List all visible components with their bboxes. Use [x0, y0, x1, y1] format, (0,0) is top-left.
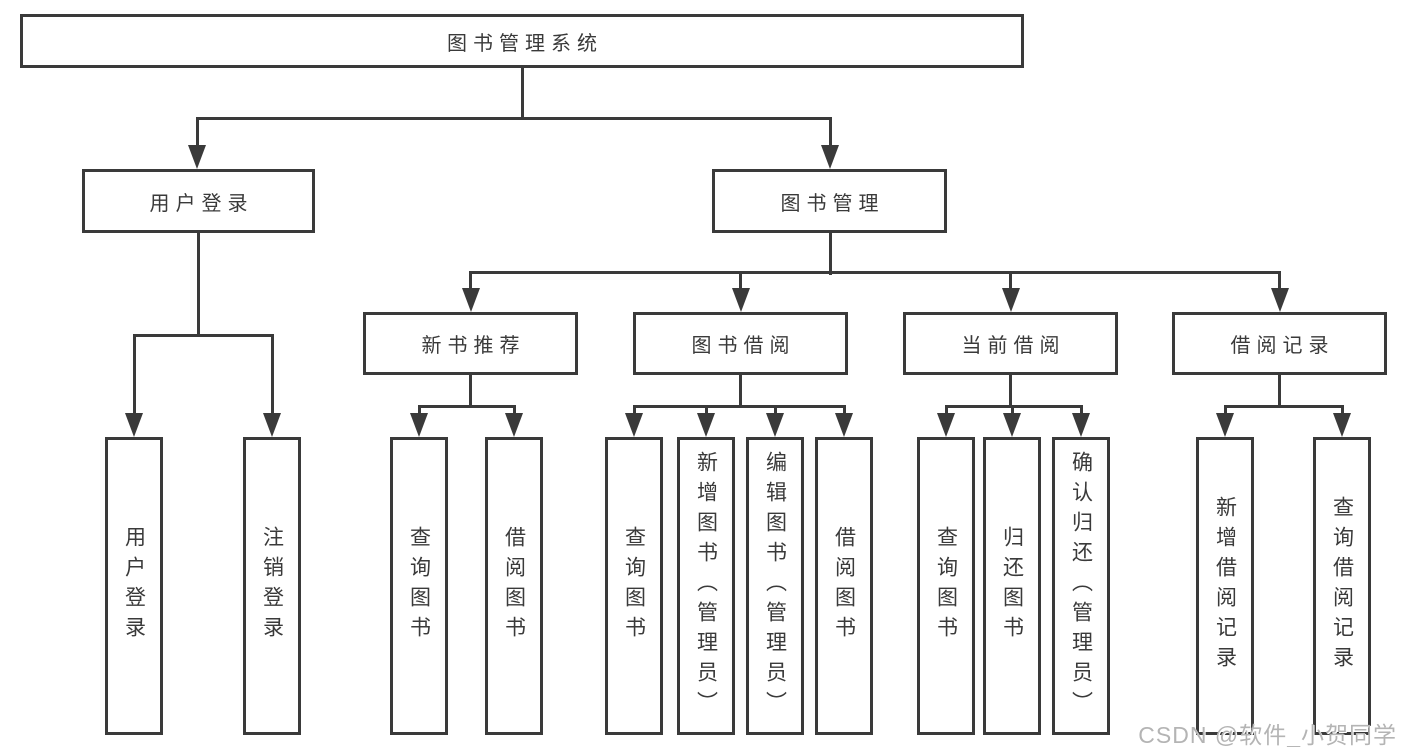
leaf-borrow-book: 借阅图书 [815, 437, 873, 735]
node-label: 查询图书 [622, 526, 646, 646]
connector-vertical-line [704, 406, 708, 414]
arrowhead-icon [1003, 413, 1021, 437]
arrowhead-icon [625, 413, 643, 437]
connector-horizontal-line [417, 404, 516, 408]
connector-vertical-line [196, 233, 200, 337]
connector-vertical-line [469, 375, 472, 408]
leaf-return-book: 归还图书 [983, 437, 1041, 735]
node-label: 新增图书（管理员） [694, 451, 718, 721]
node-label: 归还图书 [1000, 526, 1024, 646]
connector-vertical-line [195, 118, 199, 147]
node-library-system: 图书管理系统 [20, 14, 1024, 68]
connector-vertical-line [469, 272, 472, 290]
arrowhead-icon [461, 288, 480, 312]
connector-vertical-line [417, 406, 421, 414]
connector-vertical-line [632, 406, 636, 414]
connector-vertical-line [1278, 375, 1281, 408]
connector-horizontal-line [632, 404, 846, 408]
connector-vertical-line [1010, 406, 1014, 414]
leaf-query-book-current: 查询图书 [917, 437, 975, 735]
node-label: 新增借阅记录 [1213, 496, 1237, 676]
leaf-edit-book-admin: 编辑图书（管理员） [746, 437, 804, 735]
connector-vertical-line [1340, 406, 1344, 414]
node-label: 图书管理 [780, 192, 885, 215]
leaf-confirm-return-admin: 确认归还（管理员） [1052, 437, 1110, 735]
node-label: 查询图书 [934, 526, 958, 646]
connector-vertical-line [944, 406, 948, 414]
leaf-query-book-borrow: 查询图书 [605, 437, 663, 735]
connector-vertical-line [520, 68, 524, 119]
arrowhead-icon [835, 413, 853, 437]
arrowhead-icon [1270, 288, 1289, 312]
connector-horizontal-line [1223, 404, 1344, 408]
arrowhead-icon [821, 145, 839, 169]
connector-horizontal-line [195, 116, 832, 120]
arrowhead-icon [1333, 413, 1351, 437]
arrowhead-icon [731, 288, 750, 312]
node-new-book-recommend: 新书推荐 [363, 312, 578, 375]
node-label: 注销登录 [260, 526, 284, 646]
connector-vertical-line [828, 118, 832, 147]
node-current-borrow: 当前借阅 [903, 312, 1118, 375]
leaf-borrow-book-recommend: 借阅图书 [485, 437, 543, 735]
connector-vertical-line [1009, 375, 1012, 408]
leaf-user-login: 用户登录 [105, 437, 163, 735]
connector-vertical-line [1223, 406, 1227, 414]
connector-vertical-line [739, 375, 742, 408]
node-label: 图书借阅 [691, 335, 796, 357]
node-label: 确认归还（管理员） [1069, 451, 1093, 721]
connector-vertical-line [1079, 406, 1083, 414]
arrowhead-icon [937, 413, 955, 437]
connector-vertical-line [1009, 272, 1012, 290]
arrowhead-icon [263, 413, 281, 437]
node-label: 用户登录 [122, 526, 146, 646]
leaf-add-borrow-record: 新增借阅记录 [1196, 437, 1254, 735]
node-user-login: 用户登录 [82, 169, 315, 233]
connector-vertical-line [842, 406, 846, 414]
node-label: 当前借阅 [961, 335, 1066, 357]
node-label: 查询借阅记录 [1330, 496, 1354, 676]
node-label: 借阅图书 [832, 526, 856, 646]
node-label: 用户登录 [149, 192, 254, 215]
connector-vertical-line [270, 335, 274, 414]
connector-horizontal-line [944, 404, 1083, 408]
connector-vertical-line [773, 406, 777, 414]
node-borrow-records: 借阅记录 [1172, 312, 1387, 375]
connector-vertical-line [1278, 272, 1281, 290]
arrowhead-icon [505, 413, 523, 437]
arrowhead-icon [1072, 413, 1090, 437]
node-label: 查询图书 [407, 526, 431, 646]
node-label: 新书推荐 [421, 335, 526, 357]
connector-vertical-line [828, 233, 832, 275]
node-label: 图书管理系统 [447, 32, 603, 55]
node-book-borrow: 图书借阅 [633, 312, 848, 375]
node-label: 借阅记录 [1230, 335, 1335, 357]
connector-horizontal-line [132, 333, 274, 337]
connector-vertical-line [512, 406, 516, 414]
arrowhead-icon [410, 413, 428, 437]
leaf-logout: 注销登录 [243, 437, 301, 735]
watermark: CSDN @软件_小贺同学 [1138, 722, 1397, 747]
arrowhead-icon [188, 145, 206, 169]
leaf-query-borrow-record: 查询借阅记录 [1313, 437, 1371, 735]
node-label: 借阅图书 [502, 526, 526, 646]
arrowhead-icon [697, 413, 715, 437]
arrowhead-icon [1001, 288, 1020, 312]
node-label: 编辑图书（管理员） [763, 451, 787, 721]
node-book-management: 图书管理 [712, 169, 947, 233]
arrowhead-icon [125, 413, 143, 437]
arrowhead-icon [766, 413, 784, 437]
connector-vertical-line [739, 272, 742, 290]
connector-vertical-line [132, 335, 136, 414]
connector-horizontal-line [469, 270, 1281, 274]
leaf-query-book-recommend: 查询图书 [390, 437, 448, 735]
arrowhead-icon [1216, 413, 1234, 437]
leaf-add-book-admin: 新增图书（管理员） [677, 437, 735, 735]
